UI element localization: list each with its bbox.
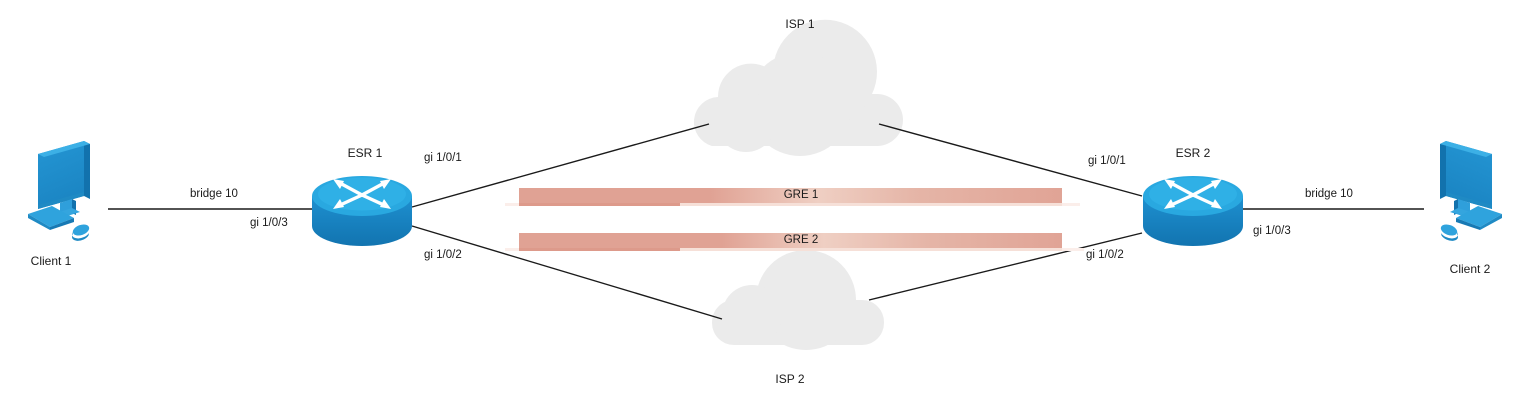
node-label-client1: Client 1 — [30, 254, 72, 268]
tunnel-gre2 — [505, 233, 1084, 251]
tunnel-label-gre2: GRE 2 — [783, 234, 819, 246]
link-label-client1-bridge: bridge 10 — [190, 188, 238, 200]
link-isp2-esr2 — [868, 232, 1143, 301]
link-esr1-isp2 — [411, 225, 723, 320]
link-label-esr1-isp2: gi 1/0/2 — [424, 249, 462, 261]
tunnel-label-gre1: GRE 1 — [783, 189, 819, 201]
link-lines — [108, 123, 1424, 320]
link-label-isp1-esr2: gi 1/0/1 — [1088, 155, 1126, 167]
client-icon-client1 — [28, 141, 90, 241]
link-esr1-isp1 — [411, 123, 710, 208]
node-label-esr1: ESR 1 — [347, 146, 383, 160]
cloud-isp2 — [712, 250, 884, 350]
link-label-client2-interface: gi 1/0/3 — [1253, 225, 1291, 237]
link-label-client1-interface: gi 1/0/3 — [250, 217, 288, 229]
router-icon-esr2 — [1143, 176, 1243, 246]
router-icon-esr1 — [312, 176, 412, 246]
node-label-isp2: ISP 2 — [775, 372, 805, 386]
link-label-client2-bridge: bridge 10 — [1305, 188, 1353, 200]
client-icon-client2 — [1440, 141, 1502, 241]
link-label-esr1-isp1: gi 1/0/1 — [424, 152, 462, 164]
link-label-isp2-esr2: gi 1/0/2 — [1086, 249, 1124, 261]
node-label-esr2: ESR 2 — [1175, 146, 1211, 160]
tunnel-gre1 — [505, 188, 1080, 206]
cloud-isp1 — [693, 19, 903, 156]
link-isp1-esr2 — [878, 123, 1143, 197]
node-label-client2: Client 2 — [1449, 262, 1491, 276]
node-label-isp1: ISP 1 — [785, 17, 815, 31]
